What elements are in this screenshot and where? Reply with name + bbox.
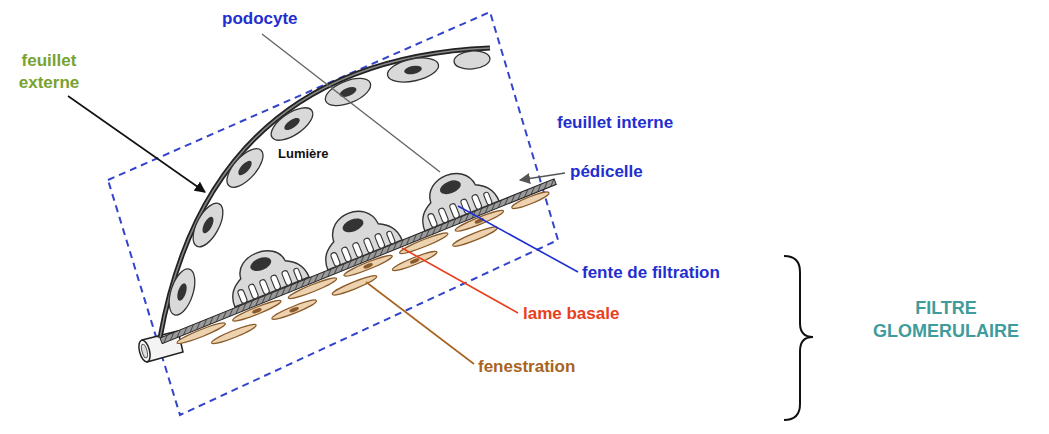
structure-label: fenestration bbox=[478, 356, 575, 378]
curly-brace bbox=[784, 256, 813, 420]
leader-line bbox=[68, 96, 205, 192]
leader-line bbox=[402, 248, 518, 313]
leader-line bbox=[262, 34, 440, 172]
structure-label: lame basale bbox=[523, 303, 619, 325]
space-label: Lumière bbox=[278, 146, 329, 163]
podocytes bbox=[219, 161, 499, 307]
structure-label: fente de filtration bbox=[582, 262, 720, 284]
structure-label: pédicelle bbox=[570, 161, 643, 183]
layer-label: feuillet interne bbox=[557, 112, 673, 134]
basal-lamina bbox=[160, 179, 556, 344]
dashed-frame bbox=[108, 12, 558, 415]
group-title: FILTRE GLOMERULAIRE bbox=[848, 297, 1044, 344]
layer-label: feuillet externe bbox=[10, 50, 88, 94]
leader-line bbox=[520, 173, 565, 180]
cell-label: podocyte bbox=[222, 8, 298, 30]
endothelium bbox=[176, 189, 555, 358]
leader-line bbox=[458, 206, 578, 272]
leader-line bbox=[366, 282, 474, 364]
